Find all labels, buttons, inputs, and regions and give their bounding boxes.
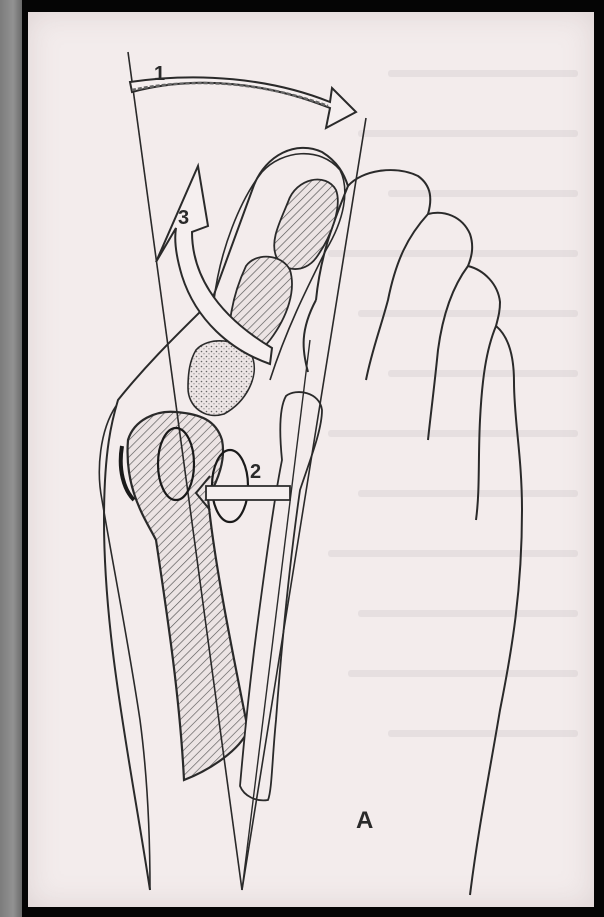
label-1: 1 [154,63,165,85]
distal-phalanx [274,180,338,270]
label-2: 2 [250,461,261,483]
scan-left-strip [0,0,22,917]
toe-line-4 [428,266,468,440]
arrow-2-bar [206,486,290,500]
toe-line-5 [476,326,496,520]
second-metatarsal [240,392,322,800]
axis-line-second-metatarsal [242,340,310,890]
label-3: 3 [178,207,189,229]
foot-diagram: 1 3 2 A [28,12,594,907]
sole-line [304,300,316,372]
first-metatarsal [128,412,248,780]
toe-line-3 [366,214,428,380]
panel-label-A: A [356,807,373,834]
